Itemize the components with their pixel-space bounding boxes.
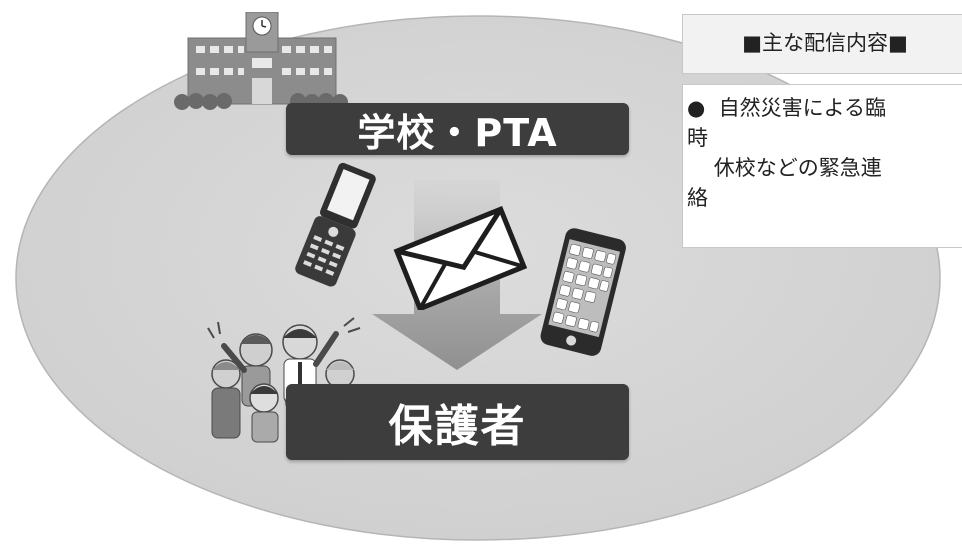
smartphone-icon bbox=[540, 228, 626, 356]
content-line: 絡 bbox=[687, 186, 708, 210]
content-line: ● 自然災害による臨 bbox=[687, 96, 887, 120]
content-line: 休校などの緊急連 bbox=[687, 156, 882, 180]
school-building-icon bbox=[174, 12, 348, 110]
receiver-label: 保護者 bbox=[388, 401, 527, 452]
content-panel-title: ■主な配信内容■ bbox=[742, 31, 908, 55]
content-panel-body: ● 自然災害による臨 時 休校などの緊急連 絡 bbox=[682, 84, 962, 248]
envelope-icon bbox=[393, 206, 528, 310]
content-panel-header: ■主な配信内容■ bbox=[682, 14, 962, 74]
content-line: 時 bbox=[687, 126, 708, 150]
flip-phone-icon bbox=[295, 162, 376, 287]
sender-label: 学校・PTA bbox=[357, 110, 558, 155]
receiver-label-box: 保護者 bbox=[286, 384, 629, 460]
sender-label-box: 学校・PTA bbox=[286, 103, 629, 155]
